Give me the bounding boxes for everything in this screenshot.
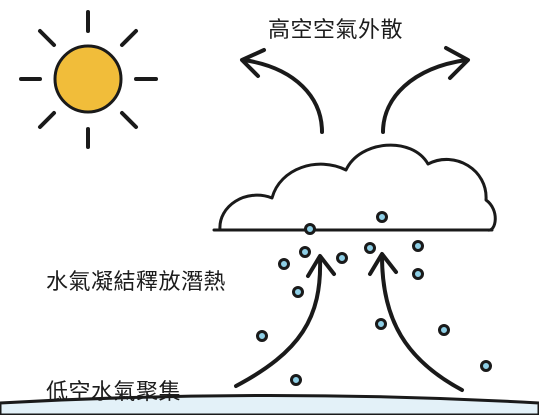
cloud-icon xyxy=(218,143,497,232)
water-droplet-icon xyxy=(336,252,348,264)
outflow-arrows xyxy=(240,46,470,134)
outflow-arrow-right xyxy=(381,58,468,134)
water-droplet-icon xyxy=(256,330,268,342)
water-droplet-icon xyxy=(412,240,424,252)
label-low-level-moisture: 低空水氣聚集 xyxy=(46,380,182,405)
water-droplet-icon xyxy=(304,223,316,235)
water-droplet-icon xyxy=(438,324,450,336)
water-droplet-icon xyxy=(299,246,311,258)
water-droplet-icon xyxy=(375,318,387,330)
water-droplet-icon xyxy=(292,286,304,298)
water-droplets xyxy=(256,211,492,386)
water-droplet-icon xyxy=(364,242,376,254)
label-condensation-latent-heat: 水氣凝結釋放潛熱 xyxy=(46,270,227,295)
water-droplet-icon xyxy=(412,268,424,280)
outflow-arrow-left-head xyxy=(240,48,266,78)
updraft-arrow-left xyxy=(234,256,323,388)
ground xyxy=(0,394,539,415)
sun-icon xyxy=(19,10,158,149)
water-droplet-icon xyxy=(290,374,302,386)
updraft-arrow-left-head xyxy=(306,254,336,278)
water-droplet-icon xyxy=(376,211,388,223)
updraft-arrow-right xyxy=(380,254,464,392)
water-droplet-icon xyxy=(480,360,492,372)
outflow-arrow-left xyxy=(242,58,324,134)
outflow-arrow-right-head xyxy=(444,46,470,80)
water-droplet-icon xyxy=(278,258,290,270)
updraft-arrow-right-head xyxy=(368,252,398,276)
label-high-altitude-dispersal: 高空空氣外散 xyxy=(268,18,404,43)
updraft-arrows xyxy=(234,252,464,392)
